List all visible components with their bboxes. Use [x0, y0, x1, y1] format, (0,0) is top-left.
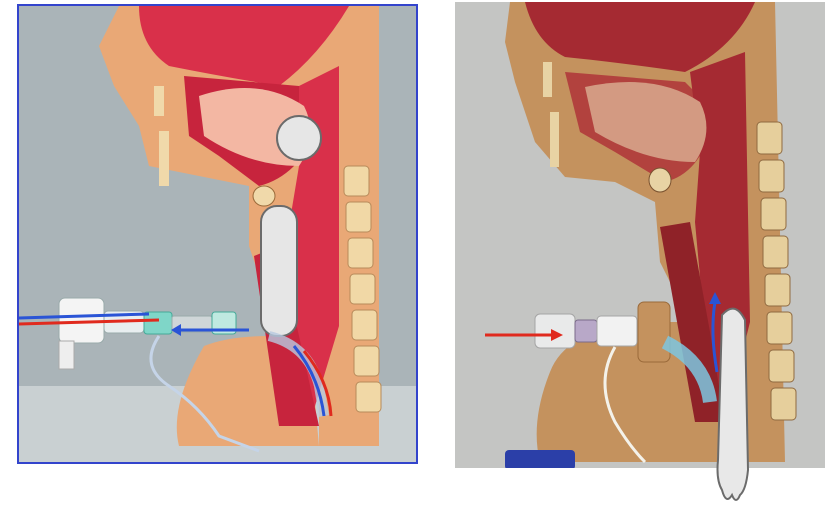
left-photo-panel [17, 4, 418, 464]
cloud-neck [261, 206, 297, 336]
lower-teeth [550, 112, 559, 167]
cloud-top [277, 116, 321, 160]
trach-flange [638, 302, 670, 362]
left-model-illustration [19, 6, 416, 462]
hyoid-bone [649, 168, 671, 192]
upper-teeth [154, 86, 164, 116]
blue-connector [505, 450, 575, 468]
upper-teeth [543, 62, 552, 97]
hyoid-bone [253, 186, 275, 206]
lower-teeth [159, 131, 169, 186]
right-photo-panel [455, 2, 825, 468]
right-model-illustration [455, 2, 825, 468]
